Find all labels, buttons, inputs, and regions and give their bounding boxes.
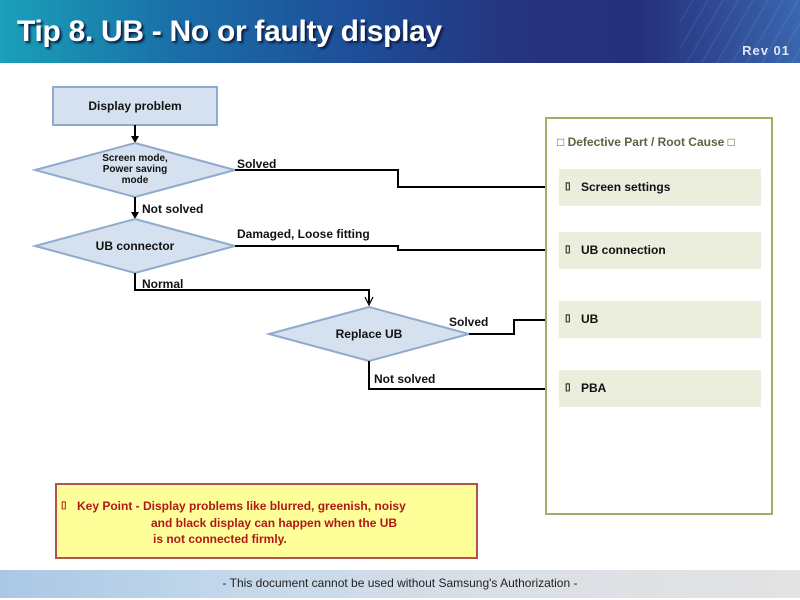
root-cause-panel: □ Defective Part / Root Cause □ ▯ Screen… <box>545 117 773 515</box>
bullet-icon: ▯ <box>565 313 571 324</box>
key-point-line-3: is not connected firmly. <box>153 532 287 546</box>
start-node <box>52 86 218 126</box>
decision-1-line-1: Screen mode, <box>102 153 168 164</box>
label-d3-not-solved: Not solved <box>374 372 436 386</box>
footer-notice: - This document cannot be used without S… <box>222 576 578 590</box>
connector-d3-notsolved <box>368 361 558 394</box>
label-d1-solved: Solved <box>237 157 277 171</box>
cause-label: UB connection <box>581 243 666 257</box>
arrowhead-d3 <box>364 296 374 307</box>
bullet-icon: ▯ <box>61 500 67 511</box>
cause-item-ub: ▯ UB <box>559 301 761 338</box>
root-cause-title: □ Defective Part / Root Cause □ <box>557 135 735 149</box>
cause-label: Screen settings <box>581 180 671 194</box>
connector-d2-damaged <box>235 245 558 255</box>
key-point-line-1: Key Point - Display problems like blurre… <box>77 499 406 513</box>
key-point-line-2: and black display can happen when the UB <box>151 516 398 530</box>
decision-1-line-3: mode <box>121 175 149 186</box>
decision-ub-connector-label: UB connector <box>95 239 175 253</box>
header-banner: Tip 8. UB - No or faulty display Rev 01 <box>0 0 800 63</box>
bullet-icon: ▯ <box>565 181 571 192</box>
arrowhead-d2 <box>131 212 139 219</box>
connector-d1-solved <box>235 169 558 192</box>
label-d3-solved: Solved <box>449 315 489 329</box>
arrowhead-d1 <box>131 136 139 143</box>
connector-d2-normal <box>134 273 370 303</box>
start-node-label: Display problem <box>88 99 182 113</box>
cause-item-ub-connection: ▯ UB connection <box>559 232 761 269</box>
connector-d3-solved <box>469 315 558 335</box>
key-point-box: ▯ Key Point - Display problems like blur… <box>55 483 478 559</box>
label-d2-damaged: Damaged, Loose fitting <box>237 227 370 241</box>
page-title: Tip 8. UB - No or faulty display <box>17 15 442 48</box>
decision-screen-mode-label: Screen mode, Power saving mode <box>85 153 185 186</box>
cause-item-screen-settings: ▯ Screen settings <box>559 169 761 206</box>
cause-label: PBA <box>581 381 607 395</box>
footer-bar: - This document cannot be used without S… <box>0 570 800 598</box>
cause-label: UB <box>581 312 599 326</box>
decision-replace-ub-label: Replace UB <box>335 327 403 341</box>
cause-item-pba: ▯ PBA <box>559 370 761 407</box>
bullet-icon: ▯ <box>565 382 571 393</box>
revision-label: Rev 01 <box>742 43 790 58</box>
label-d1-not-solved: Not solved <box>142 202 204 216</box>
bullet-icon: ▯ <box>565 244 571 255</box>
decision-1-line-2: Power saving <box>102 164 168 175</box>
label-d2-normal: Normal <box>142 277 184 291</box>
